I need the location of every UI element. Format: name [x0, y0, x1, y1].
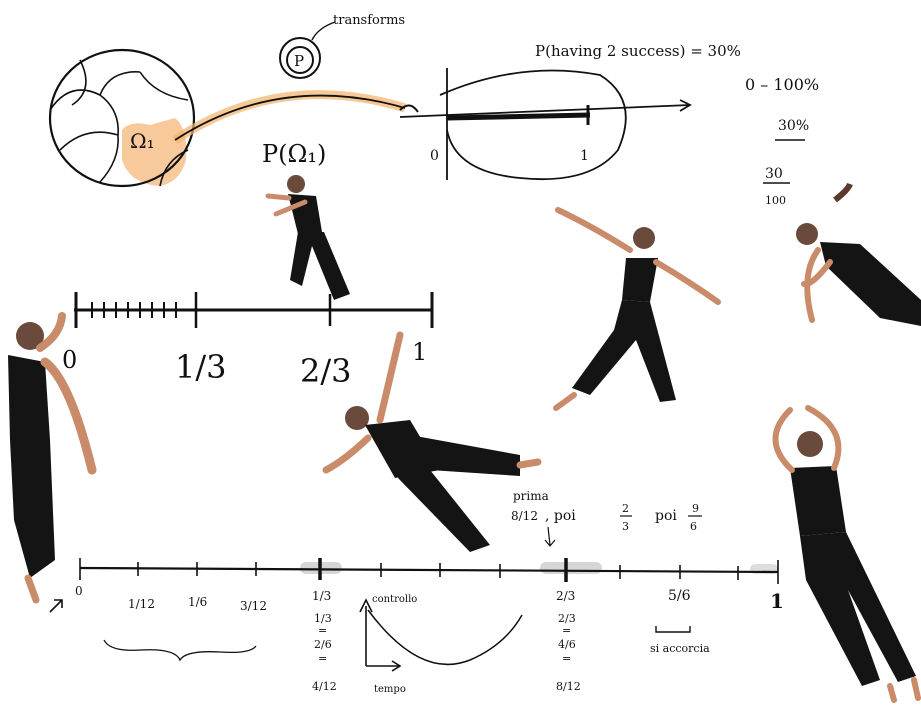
upper-label-2-3: 2/3: [300, 352, 352, 390]
upper-label-0: 0: [62, 346, 77, 374]
equiv-right-4: 8/12: [556, 680, 581, 693]
lower-label-1-3: 1/3: [312, 589, 331, 603]
equiv-left-2: 2/6: [314, 638, 332, 651]
poi-1-den: 3: [622, 520, 629, 533]
thirty-percent: 30%: [778, 118, 809, 134]
lower-label-2-3: 2/3: [556, 589, 575, 603]
equiv-right-0: 2/3: [558, 612, 576, 625]
dancer-right-center: [553, 207, 721, 411]
prima-fraction: 8/12: [511, 509, 538, 523]
mapping-arrow: [174, 94, 406, 141]
dancer-left: [8, 312, 97, 604]
lower-number-line: 0 1/12 1/6 3/12 1/3 2/3 5/6 1 1/3 = 2/6 …: [49, 489, 784, 695]
equiv-right-2: 4/6: [558, 638, 576, 651]
equiv-left-3: =: [318, 652, 327, 665]
lower-label-1-12: 1/12: [128, 597, 155, 611]
percent-range: 0 – 100%: [745, 75, 819, 94]
tempo-label: tempo: [374, 684, 406, 695]
omega-label: Ω₁: [130, 129, 155, 153]
fraction-numerator: 30: [765, 166, 783, 182]
upper-label-1: 1: [412, 338, 427, 366]
poi-2-den: 6: [690, 520, 697, 533]
prob-axis-zero: 0: [430, 148, 439, 164]
p-circle-label: P: [294, 52, 304, 70]
lower-label-3-12: 3/12: [240, 599, 267, 613]
equiv-left-0: 1/3: [314, 612, 332, 625]
lower-label-5-6: 5/6: [668, 588, 691, 604]
lower-label-1-6: 1/6: [188, 595, 207, 609]
dancer-bottom-right: [772, 405, 921, 703]
p-omega-label: P(Ω₁): [262, 140, 326, 168]
dancer-center-reclining: [322, 331, 542, 552]
brace: [103, 639, 257, 662]
poi-2-num: 9: [692, 502, 699, 515]
prob-statement: P(having 2 success) = 30%: [535, 42, 741, 60]
dancer-top-right: [796, 182, 921, 326]
fraction-denominator: 100: [765, 194, 786, 207]
sample-space-diagram: Ω₁: [48, 48, 196, 188]
mapping-highlight: [172, 90, 407, 144]
lower-label-0: 0: [75, 584, 83, 598]
equiv-left-4: 4/12: [312, 680, 337, 693]
poi-1: , poi: [545, 508, 576, 524]
sample-space-outline: [48, 48, 196, 188]
poi-2: poi: [655, 508, 677, 524]
p-transform: P transforms: [279, 13, 405, 79]
equiv-right-3: =: [562, 652, 571, 665]
upper-number-line: 0 1/3 2/3 1: [62, 292, 434, 390]
si-accorcia-label: si accorcia: [650, 642, 710, 655]
probability-axis: 0 1: [399, 68, 692, 181]
lower-label-1: 1: [770, 589, 784, 613]
controllo-label: controllo: [372, 594, 417, 605]
dancer-top-center: [265, 175, 350, 300]
poi-1-num: 2: [622, 502, 629, 515]
transforms-label: transforms: [333, 13, 405, 28]
upper-label-1-3: 1/3: [175, 348, 227, 386]
equiv-right-1: =: [562, 624, 571, 637]
prob-axis-one: 1: [580, 148, 589, 164]
equiv-left-1: =: [318, 624, 327, 637]
prima-label: prima: [513, 489, 549, 503]
